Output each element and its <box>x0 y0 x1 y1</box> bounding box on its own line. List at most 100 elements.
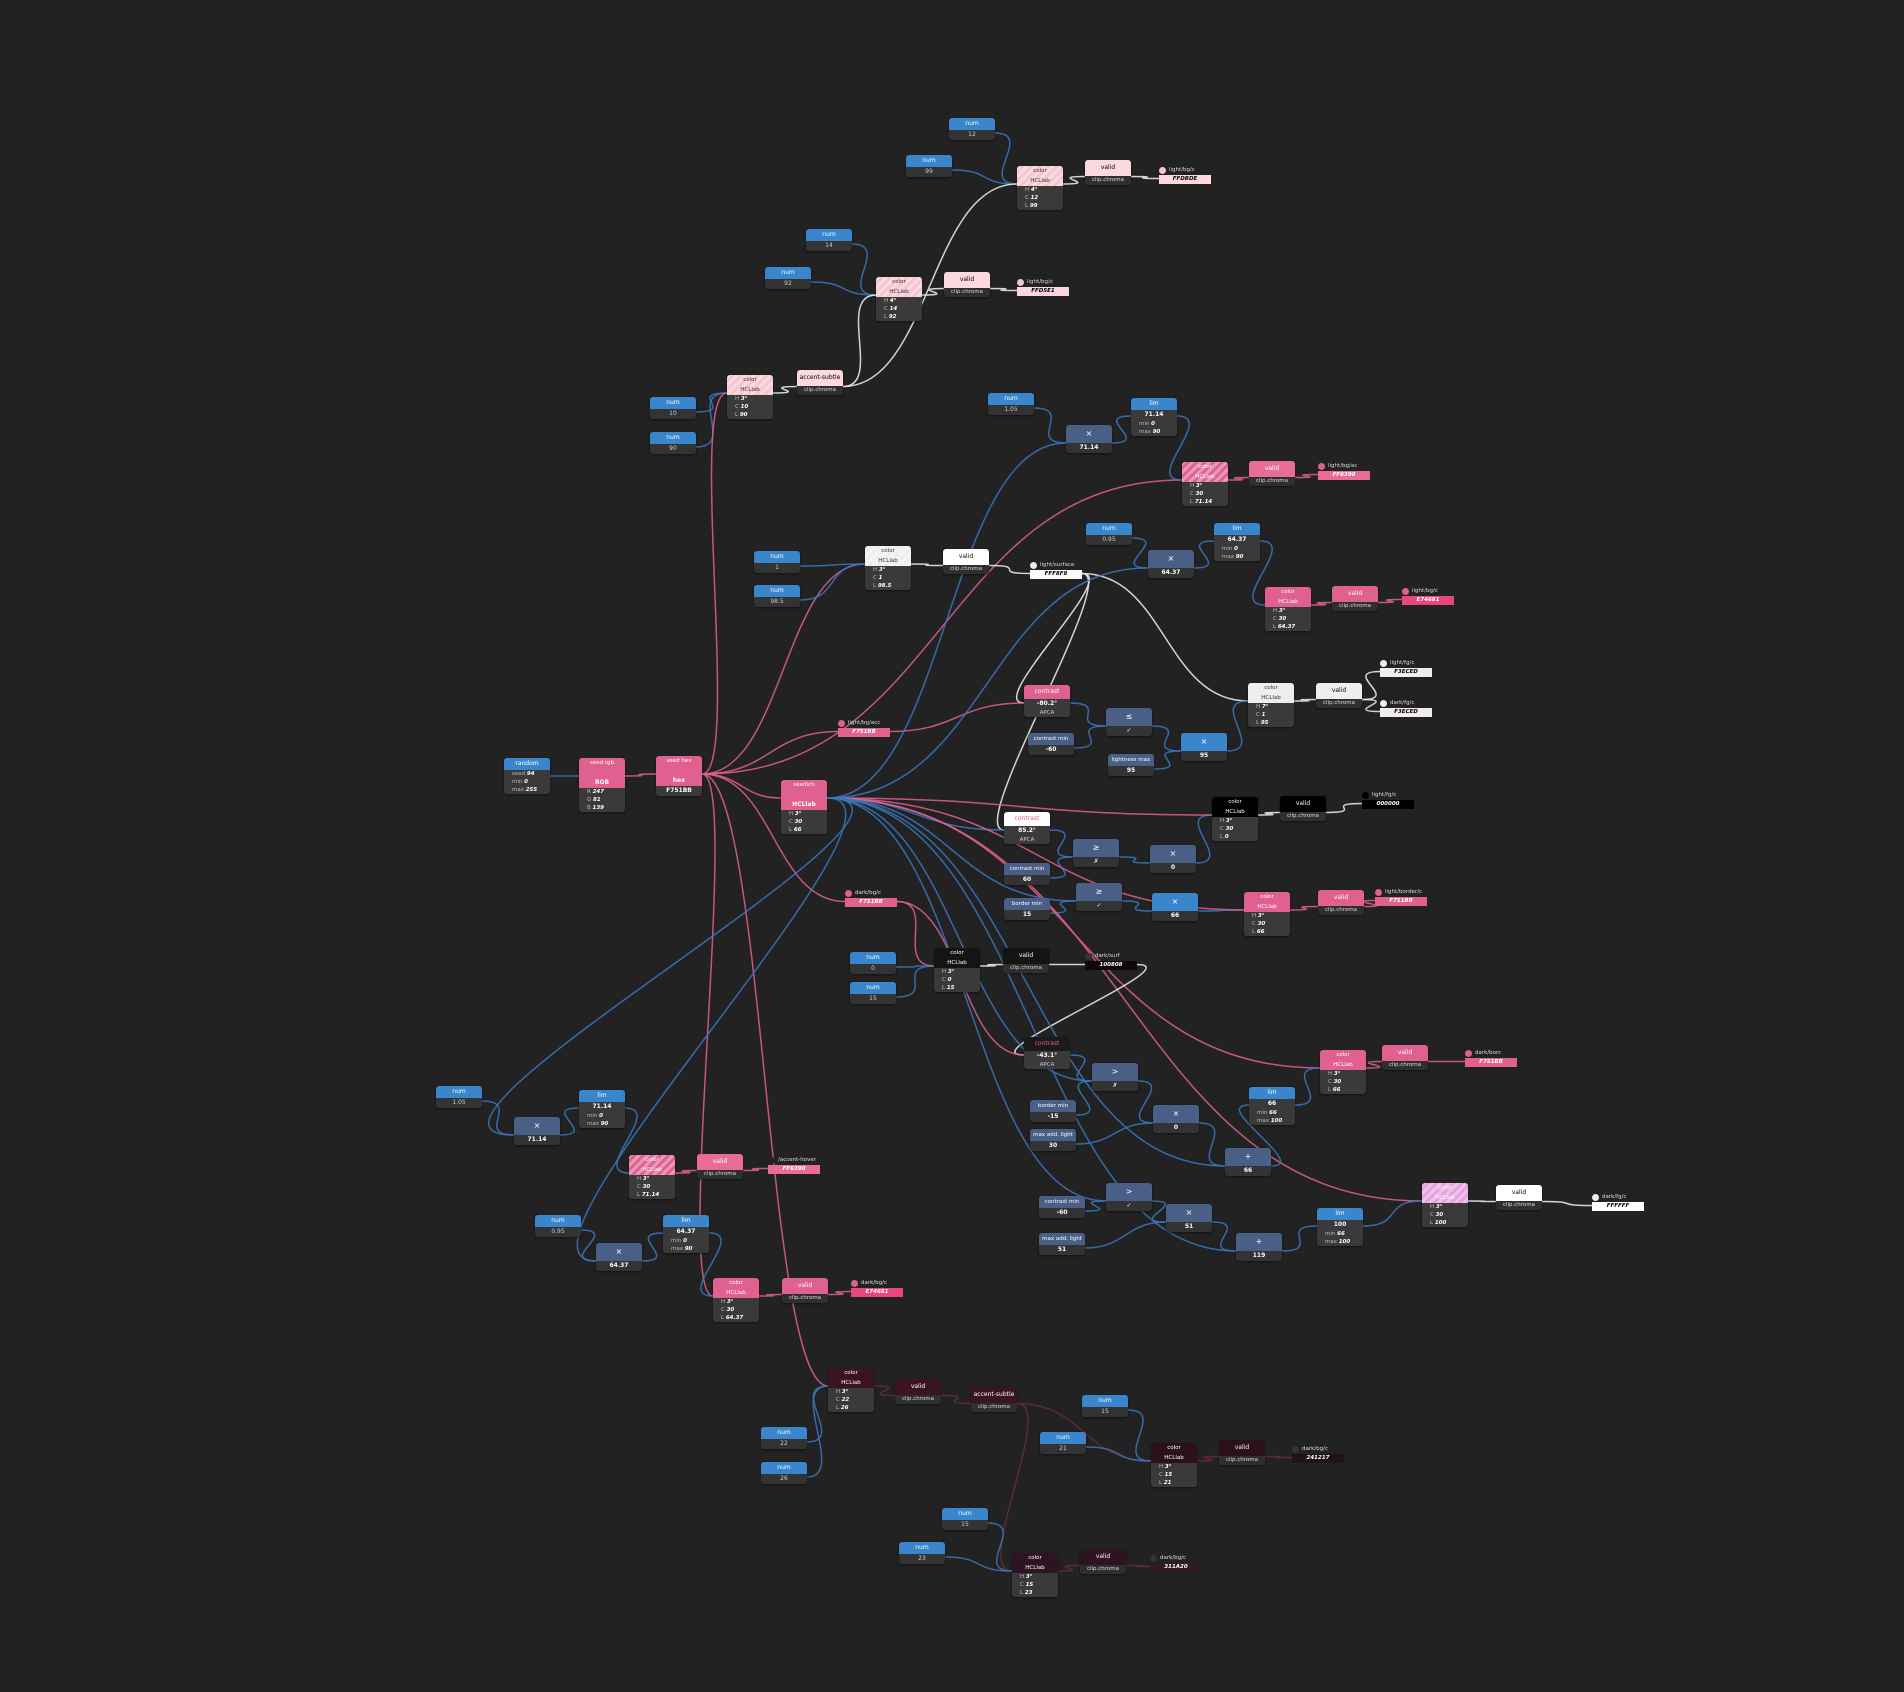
operator-node[interactable]: +119 <box>1236 1233 1282 1261</box>
wire-pink[interactable] <box>701 479 1183 775</box>
wire-blue[interactable] <box>580 1229 597 1262</box>
channel-row[interactable]: C 22 <box>828 1396 874 1404</box>
node-value[interactable]: 66 <box>1249 1099 1295 1109</box>
node-value[interactable]: 64.37 <box>1214 535 1260 545</box>
wire-pink[interactable] <box>701 773 846 903</box>
channel-row[interactable]: L 90 <box>727 411 773 419</box>
operator-node[interactable]: +66 <box>1225 1148 1271 1176</box>
wire-white[interactable] <box>1467 1200 1497 1203</box>
channel-row[interactable]: H 3° <box>1320 1070 1366 1078</box>
operator-node[interactable]: ≥✗ <box>1073 839 1119 867</box>
channel-row[interactable]: C 1 <box>865 574 911 582</box>
wire-blue[interactable] <box>1153 750 1182 770</box>
param-row[interactable]: min 0 <box>579 1112 625 1120</box>
wire-blue[interactable] <box>1069 702 1107 727</box>
channel-row[interactable]: L 64.37 <box>1265 623 1311 631</box>
wire-blue[interactable] <box>1226 700 1249 752</box>
node-value[interactable]: 71.14 <box>1131 410 1177 420</box>
wire-dark[interactable] <box>1264 1455 1293 1459</box>
wire-pink[interactable] <box>1294 473 1319 479</box>
wire-blue[interactable] <box>1069 1054 1093 1082</box>
wire-blue[interactable] <box>951 169 1018 185</box>
wire-white[interactable] <box>1062 175 1086 185</box>
channel-row[interactable]: H 3° <box>1422 1203 1468 1211</box>
wire-blue[interactable] <box>641 1232 664 1262</box>
node-value[interactable]: 71.14 <box>579 1102 625 1112</box>
operator-node[interactable]: contrast min-60 <box>1039 1196 1085 1218</box>
wire-blue[interactable] <box>1169 415 1190 481</box>
wire-white[interactable] <box>1130 175 1160 180</box>
param-row[interactable]: min 0 <box>504 778 550 786</box>
channel-row[interactable]: H 3° <box>828 1388 874 1396</box>
channel-row[interactable]: L 26 <box>828 1404 874 1412</box>
wire-blue[interactable] <box>826 442 1067 799</box>
node-value[interactable]: 10 <box>650 409 696 419</box>
wire-dark[interactable] <box>1057 1564 1081 1572</box>
operator-node[interactable]: ×51 <box>1166 1204 1212 1232</box>
wire-white[interactable] <box>1257 811 1281 816</box>
wire-blue[interactable] <box>1151 725 1182 752</box>
param-row[interactable]: max 90 <box>1214 553 1260 561</box>
wire-white[interactable] <box>842 183 1018 388</box>
wire-blue[interactable] <box>1073 725 1107 749</box>
channel-row[interactable]: L 64.37 <box>713 1314 759 1322</box>
wire-white[interactable] <box>772 385 798 394</box>
wire-blue[interactable] <box>826 797 1077 902</box>
contrast-node[interactable]: contrast-80.2°APCA <box>1024 685 1070 717</box>
wire-white[interactable] <box>979 963 1004 967</box>
channel-row[interactable]: H 3° <box>713 1298 759 1306</box>
wire-blue[interactable] <box>799 563 866 601</box>
wire-blue[interactable] <box>826 797 1226 1167</box>
operator-node[interactable]: ≤✓ <box>1106 708 1152 736</box>
node-value[interactable]: 1.05 <box>436 1098 482 1108</box>
wire-white[interactable] <box>1361 670 1381 701</box>
wire-white[interactable] <box>989 287 1018 292</box>
wire-pink[interactable] <box>701 563 866 775</box>
operator-node[interactable]: ×0 <box>1150 845 1196 873</box>
wire-blue[interactable] <box>1121 900 1153 912</box>
wire-blue[interactable] <box>1151 1200 1167 1223</box>
wire-blue[interactable] <box>1127 1409 1152 1462</box>
node-value[interactable]: 15 <box>850 994 896 1004</box>
channel-row[interactable]: C 15 <box>1151 1471 1197 1479</box>
channel-row[interactable]: H 3° <box>629 1175 675 1183</box>
wire-dark[interactable] <box>1125 1564 1151 1568</box>
wire-pink[interactable] <box>826 797 1213 816</box>
wire-blue[interactable] <box>826 567 1149 799</box>
channel-row[interactable]: C 30 <box>629 1183 675 1191</box>
channel-row[interactable]: C 14 <box>876 305 922 313</box>
node-value[interactable]: 90 <box>650 444 696 454</box>
wire-pink[interactable] <box>827 1290 852 1296</box>
channel-row[interactable]: L 71.14 <box>629 1191 675 1199</box>
wire-blue[interactable] <box>1195 814 1213 864</box>
wire-blue[interactable] <box>1294 1067 1321 1106</box>
wire-blue[interactable] <box>616 1107 638 1174</box>
wire-blue[interactable] <box>695 392 728 448</box>
channel-row[interactable]: C 30 <box>1422 1211 1468 1219</box>
param-row[interactable]: max 90 <box>663 1245 709 1253</box>
